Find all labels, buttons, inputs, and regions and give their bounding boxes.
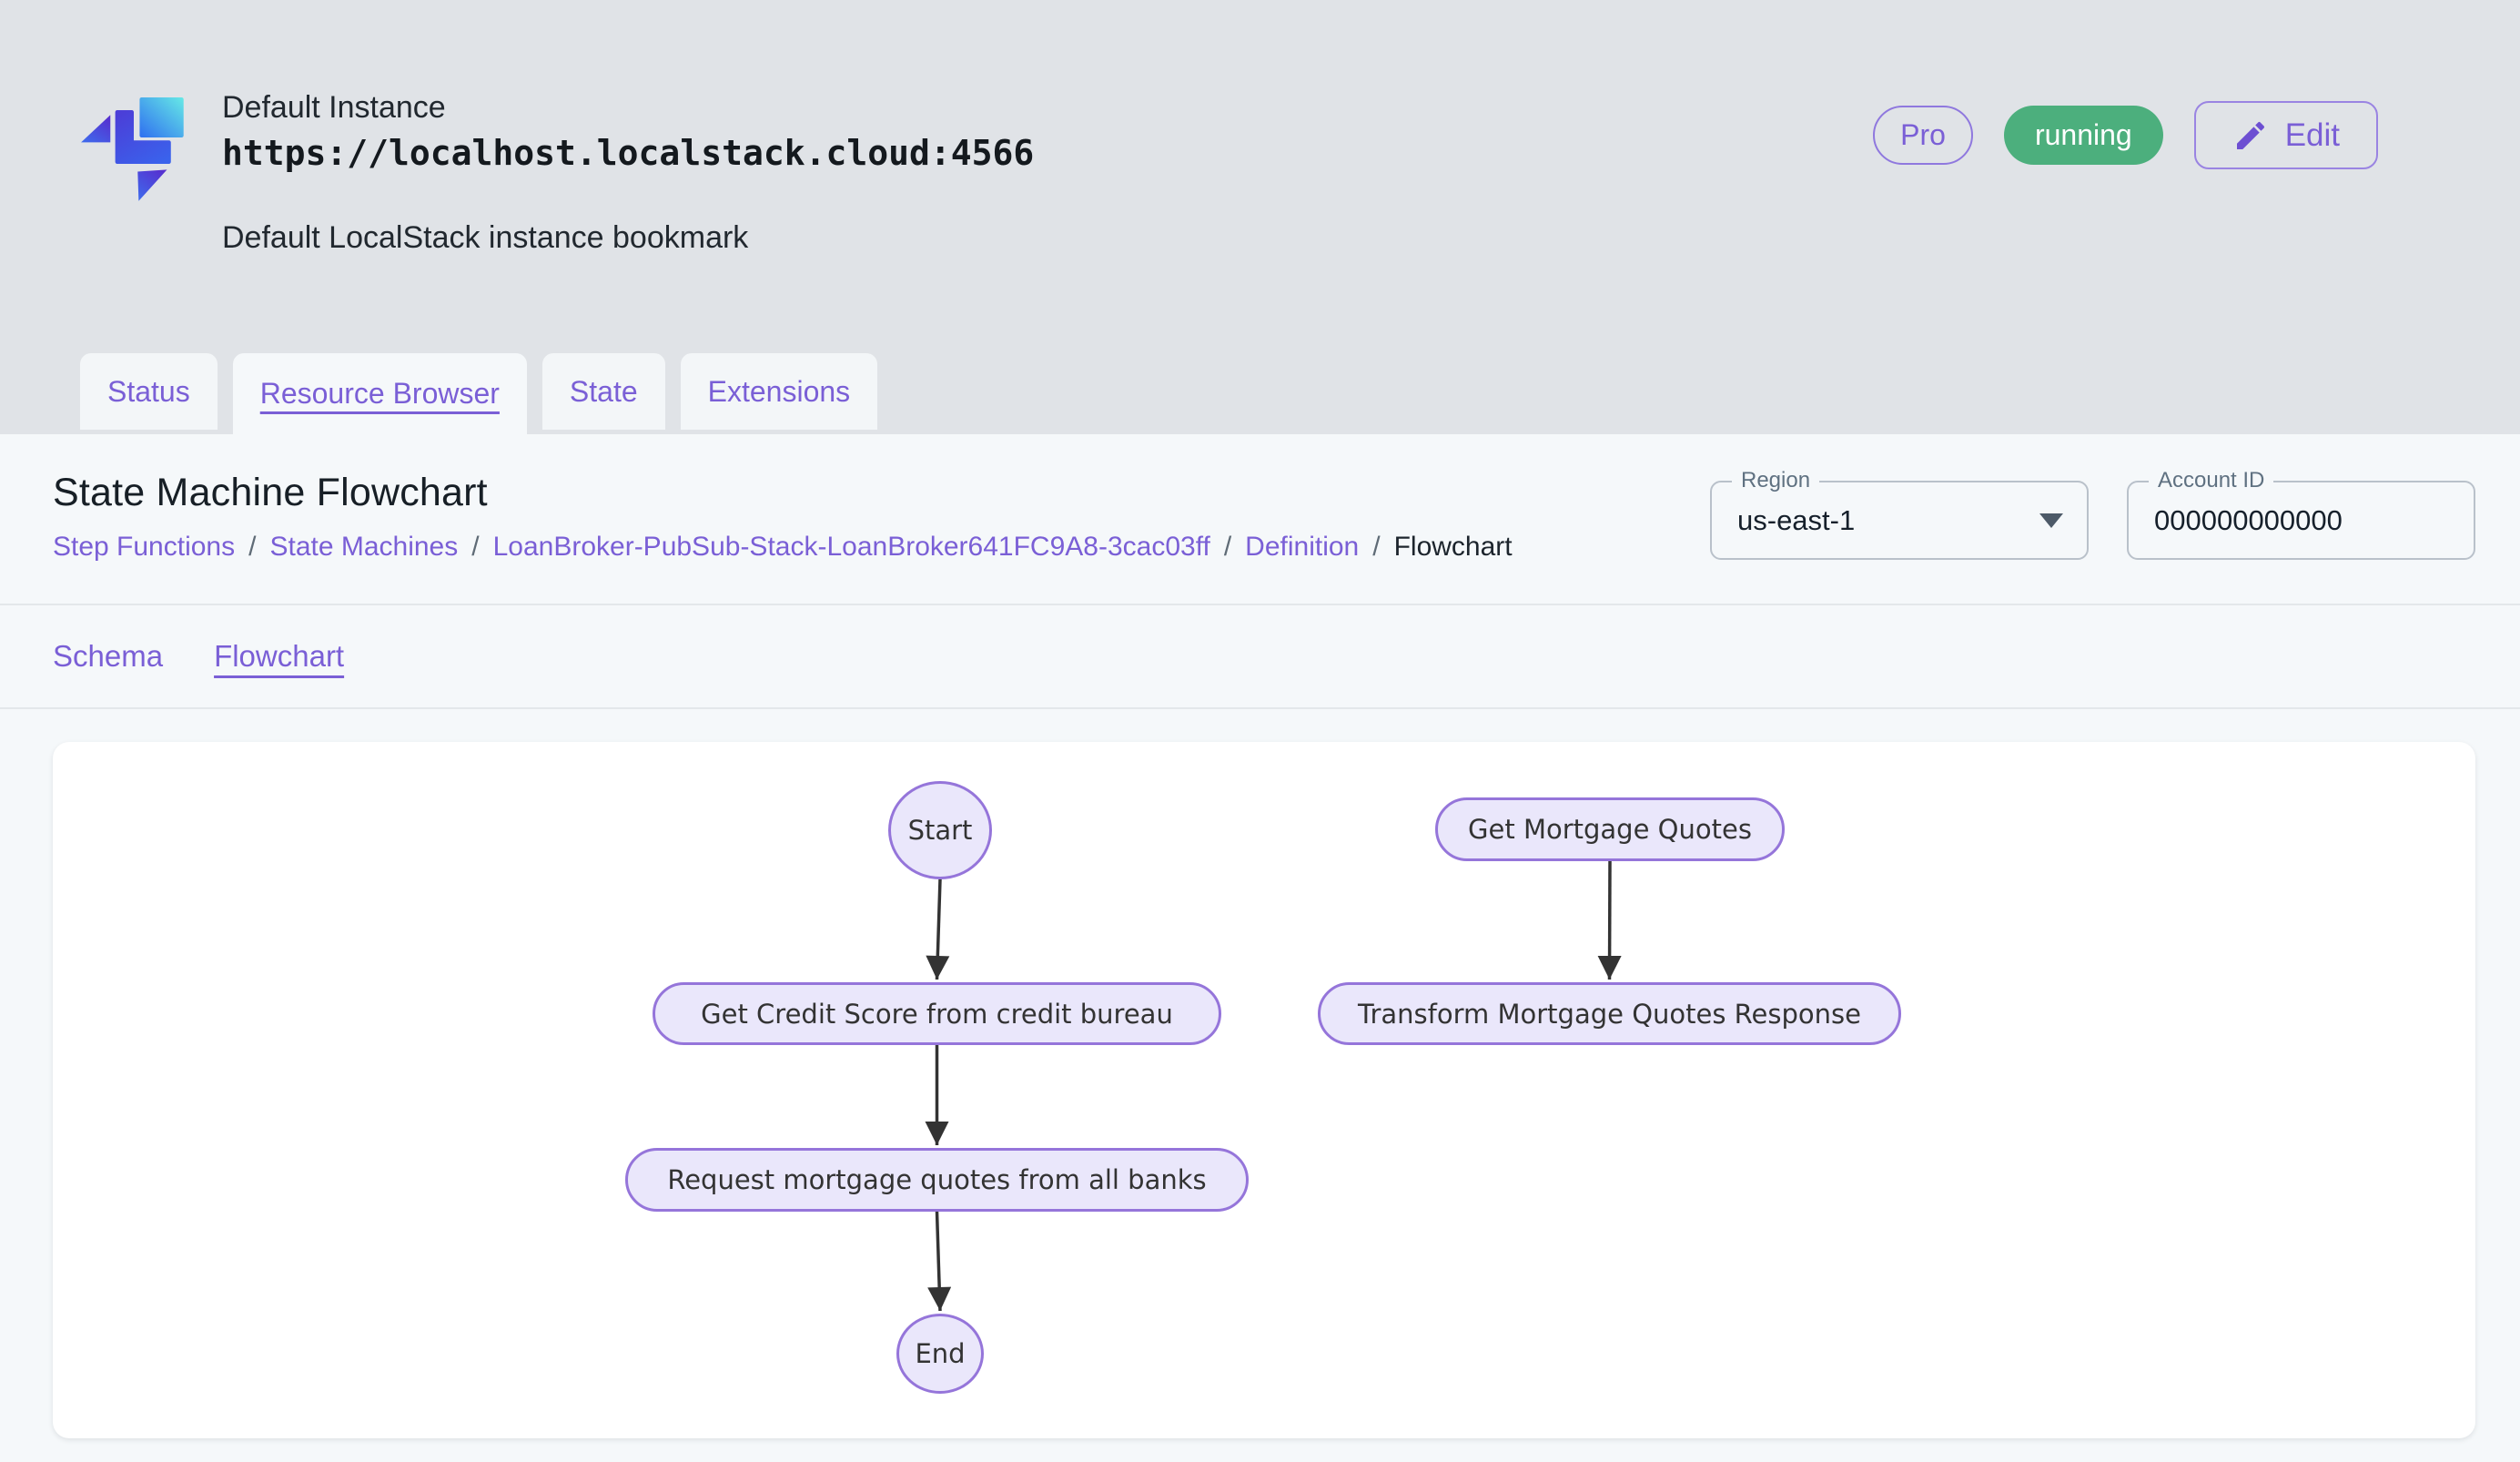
subtab-schema[interactable]: Schema <box>53 639 164 673</box>
flow-node-get-mortgage-quotes: Get Mortgage Quotes <box>1435 797 1785 861</box>
flow-node-request-mortgage-quotes-from-all-banks: Request mortgage quotes from all banks <box>625 1148 1249 1212</box>
edit-button[interactable]: Edit <box>2193 101 2378 169</box>
flow-node-transform-mortgage-quotes-response: Transform Mortgage Quotes Response <box>1318 982 1901 1045</box>
tab-state[interactable]: State <box>541 353 665 430</box>
divider <box>0 604 2520 605</box>
main-tabs: Status Resource Browser State Extensions <box>80 353 878 434</box>
tab-extensions[interactable]: Extensions <box>680 353 878 430</box>
instance-name: Default Instance <box>222 90 446 125</box>
tab-label: Resource Browser <box>259 377 500 410</box>
instance-description: Default LocalStack instance bookmark <box>222 219 749 255</box>
tab-label: Extensions <box>707 374 851 408</box>
dropdown-caret-icon <box>2039 513 2063 528</box>
status-badge: running <box>2003 106 2163 165</box>
region-select[interactable]: Region us-east-1 <box>1710 468 2089 560</box>
pro-badge: Pro <box>1873 106 1973 165</box>
instance-url: https://localhost.localstack.cloud:4566 <box>222 132 1035 173</box>
divider <box>0 707 2520 709</box>
edit-pencil-icon <box>2236 121 2264 149</box>
tab-resource-browser[interactable]: Resource Browser <box>232 353 527 434</box>
region-label: Region <box>1732 468 1820 494</box>
flow-node-get-credit-score-from-credit-bureau: Get Credit Score from credit bureau <box>653 982 1221 1045</box>
subtab-flowchart[interactable]: Flowchart <box>214 639 345 673</box>
breadcrumb-separator: / <box>248 532 257 562</box>
account-id-field: Account ID <box>2127 468 2475 560</box>
breadcrumb-step-functions[interactable]: Step Functions <box>53 532 236 562</box>
sub-tabs: Schema Flowchart <box>0 605 2520 707</box>
breadcrumb-flowchart: Flowchart <box>1393 532 1513 562</box>
flow-node-end: End <box>896 1314 984 1394</box>
breadcrumb-state-machines[interactable]: State Machines <box>269 532 459 562</box>
flow-node-start: Start <box>888 781 992 879</box>
flow-edge-request-end <box>927 1211 952 1312</box>
edit-button-label: Edit <box>2284 117 2340 153</box>
page-title: State Machine Flowchart <box>53 471 488 514</box>
tab-label: State <box>569 374 638 408</box>
tab-status[interactable]: Status <box>80 353 218 430</box>
breadcrumb-loanbroker-pubsub-stack-loanbroker641fc9a8-3cac03ff[interactable]: LoanBroker-PubSub-Stack-LoanBroker641FC9… <box>492 532 1210 562</box>
flow-edge-start-credit <box>926 878 950 980</box>
localstack-logo-icon <box>80 97 187 205</box>
resource-browser-panel: State Machine Flowchart Step Functions/S… <box>0 434 2520 1462</box>
breadcrumb-separator: / <box>1372 532 1381 562</box>
account-id-label: Account ID <box>2149 468 2274 494</box>
breadcrumb-separator: / <box>1223 532 1232 562</box>
flow-edge-getquotes-transform <box>1597 860 1622 980</box>
breadcrumb-definition[interactable]: Definition <box>1245 532 1360 562</box>
flowchart-edges <box>925 860 1622 1312</box>
region-value: us-east-1 <box>1737 503 1856 536</box>
account-id-input[interactable] <box>2129 503 2420 537</box>
instance-header: Default Instance https://localhost.local… <box>0 0 2520 434</box>
breadcrumb-separator: / <box>471 532 480 562</box>
tab-label: Status <box>107 374 190 408</box>
breadcrumb: Step Functions / State Machines / LoanBroker… <box>53 532 1513 563</box>
